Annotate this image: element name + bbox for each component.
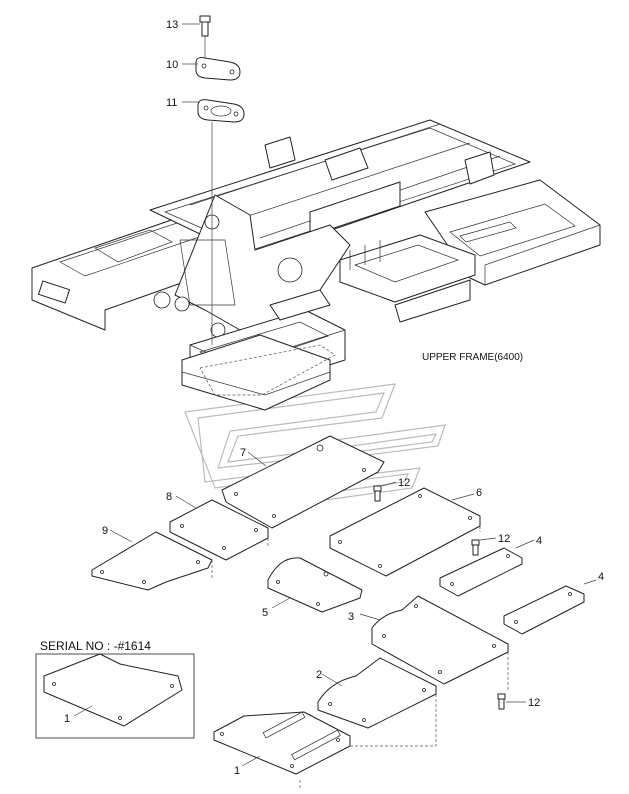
callout-9: 9 bbox=[102, 525, 108, 537]
callout-1: 1 bbox=[234, 765, 240, 777]
upper-frame-label: UPPER FRAME(6400) bbox=[422, 352, 523, 363]
cover-4b bbox=[503, 585, 585, 635]
cover-6 bbox=[329, 487, 481, 577]
cover-2 bbox=[317, 657, 437, 729]
callout-12b: 12 bbox=[498, 533, 510, 545]
callout-1-serial: 1 bbox=[64, 713, 70, 725]
cover-7 bbox=[221, 435, 385, 529]
cover-1 bbox=[213, 711, 351, 775]
hidden-outline bbox=[199, 344, 336, 396]
serial-box bbox=[35, 653, 195, 739]
callout-5: 5 bbox=[262, 607, 268, 619]
bolt-12b bbox=[471, 539, 480, 556]
callout-3: 3 bbox=[348, 611, 354, 623]
cover-9 bbox=[91, 531, 213, 591]
callout-7: 7 bbox=[240, 447, 246, 459]
callout-2: 2 bbox=[316, 669, 322, 681]
callout-10: 10 bbox=[166, 59, 178, 71]
callout-11: 11 bbox=[166, 97, 177, 109]
bolt-13 bbox=[199, 15, 211, 37]
bolt-12c bbox=[497, 693, 506, 710]
callout-12a: 12 bbox=[398, 477, 410, 489]
callout-4b: 4 bbox=[598, 571, 604, 583]
serial-number-label: SERIAL NO : -#1614 bbox=[40, 639, 151, 653]
cover-3 bbox=[371, 595, 509, 685]
gasket-11 bbox=[197, 99, 245, 123]
plate-10 bbox=[195, 57, 241, 81]
cover-4a bbox=[439, 547, 523, 597]
bolt-12a bbox=[373, 485, 382, 502]
callout-8: 8 bbox=[166, 491, 172, 503]
cover-5 bbox=[267, 557, 363, 613]
upper-frame bbox=[31, 119, 601, 411]
leader-lines bbox=[73, 23, 597, 767]
guide-lines bbox=[211, 526, 509, 790]
callout-4a: 4 bbox=[536, 535, 542, 547]
callout-13: 13 bbox=[166, 19, 178, 31]
callout-6: 6 bbox=[476, 487, 482, 499]
callout-12c: 12 bbox=[528, 697, 540, 709]
